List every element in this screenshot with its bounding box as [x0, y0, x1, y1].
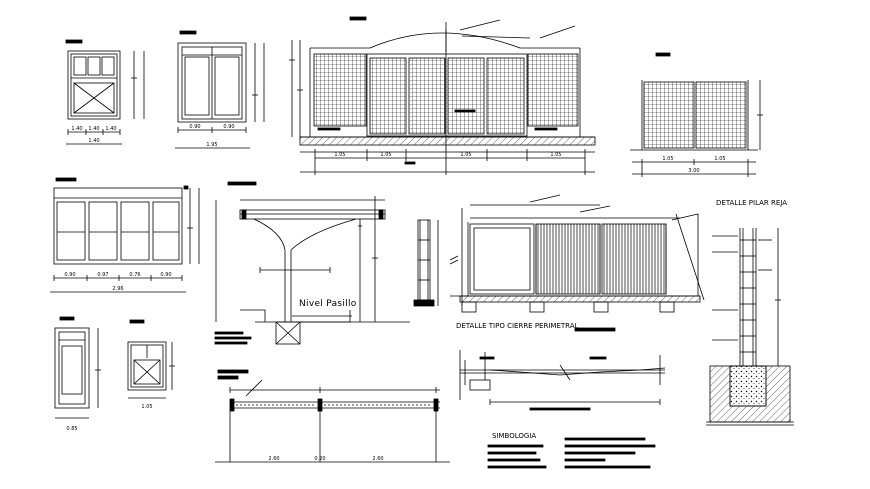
w3-dim-total: 0.85: [66, 426, 77, 432]
gate-dim-2: 1.05: [460, 152, 471, 158]
post-detail: [413, 219, 439, 307]
win1-dim-0: 1.40: [71, 126, 82, 132]
detalle-pilar-label: DETALLE PILAR REJA: [716, 199, 788, 207]
wall-dim-2: 0.76: [129, 272, 140, 278]
gate-dim-1: 1.05: [380, 152, 391, 158]
panel-dim-0: 1.05: [662, 156, 673, 162]
wall-window-elevation: [50, 177, 200, 293]
window-elevation-4: [127, 319, 175, 399]
win1-dim-1: 1.40: [88, 126, 99, 132]
window-elevation-3: [54, 316, 101, 419]
fence-section: [459, 350, 666, 411]
detalle-cierre-label: DETALLE TIPO CIERRE PERIMETRAL: [456, 322, 579, 330]
win1-dim-total: 1.40: [88, 138, 99, 144]
legend-notes: [487, 437, 656, 469]
side-gate-elevation: [630, 52, 763, 177]
canopy-section: [214, 181, 410, 345]
wall-dim-3: 0.90: [160, 272, 171, 278]
wall-dim-1: 0.97: [97, 272, 108, 278]
win2-dim-1: 0.90: [223, 124, 234, 130]
main-gate-elevation: [289, 16, 596, 175]
pillar-detail: [706, 228, 794, 426]
win2-dim-total: 1.95: [206, 142, 217, 148]
simbologia-label: SIMBOLOGIA: [492, 432, 537, 440]
beam-dim-1: 0.20: [314, 456, 325, 462]
wall-dim-0: 0.90: [64, 272, 75, 278]
perimeter-fence-elevation: [449, 194, 705, 332]
window-elevation-1: [65, 39, 145, 145]
wall-dim-total: 2.96: [112, 286, 123, 292]
panel-dim-1: 1.05: [714, 156, 725, 162]
beam-dim-0: 2.60: [268, 456, 279, 462]
gate-dim-3: 1.05: [550, 152, 561, 158]
gate-dim-0: 1.05: [334, 152, 345, 158]
w4-dim-total: 1.05: [141, 404, 152, 410]
beam-plan: [215, 369, 450, 463]
win2-dim-0: 0.90: [189, 124, 200, 130]
window-elevation-2: [175, 30, 265, 149]
panel-dim-total: 3.00: [688, 168, 699, 174]
win1-dim-2: 1.40: [105, 126, 116, 132]
nivel-pasillo-label: Nivel Pasillo: [299, 299, 357, 309]
beam-dim-2: 2.60: [372, 456, 383, 462]
dimension-labels: 1.40 1.40 1.40 1.40 0.90 0.90 1.95 1.05 1.05 1.05…: [64, 124, 725, 462]
